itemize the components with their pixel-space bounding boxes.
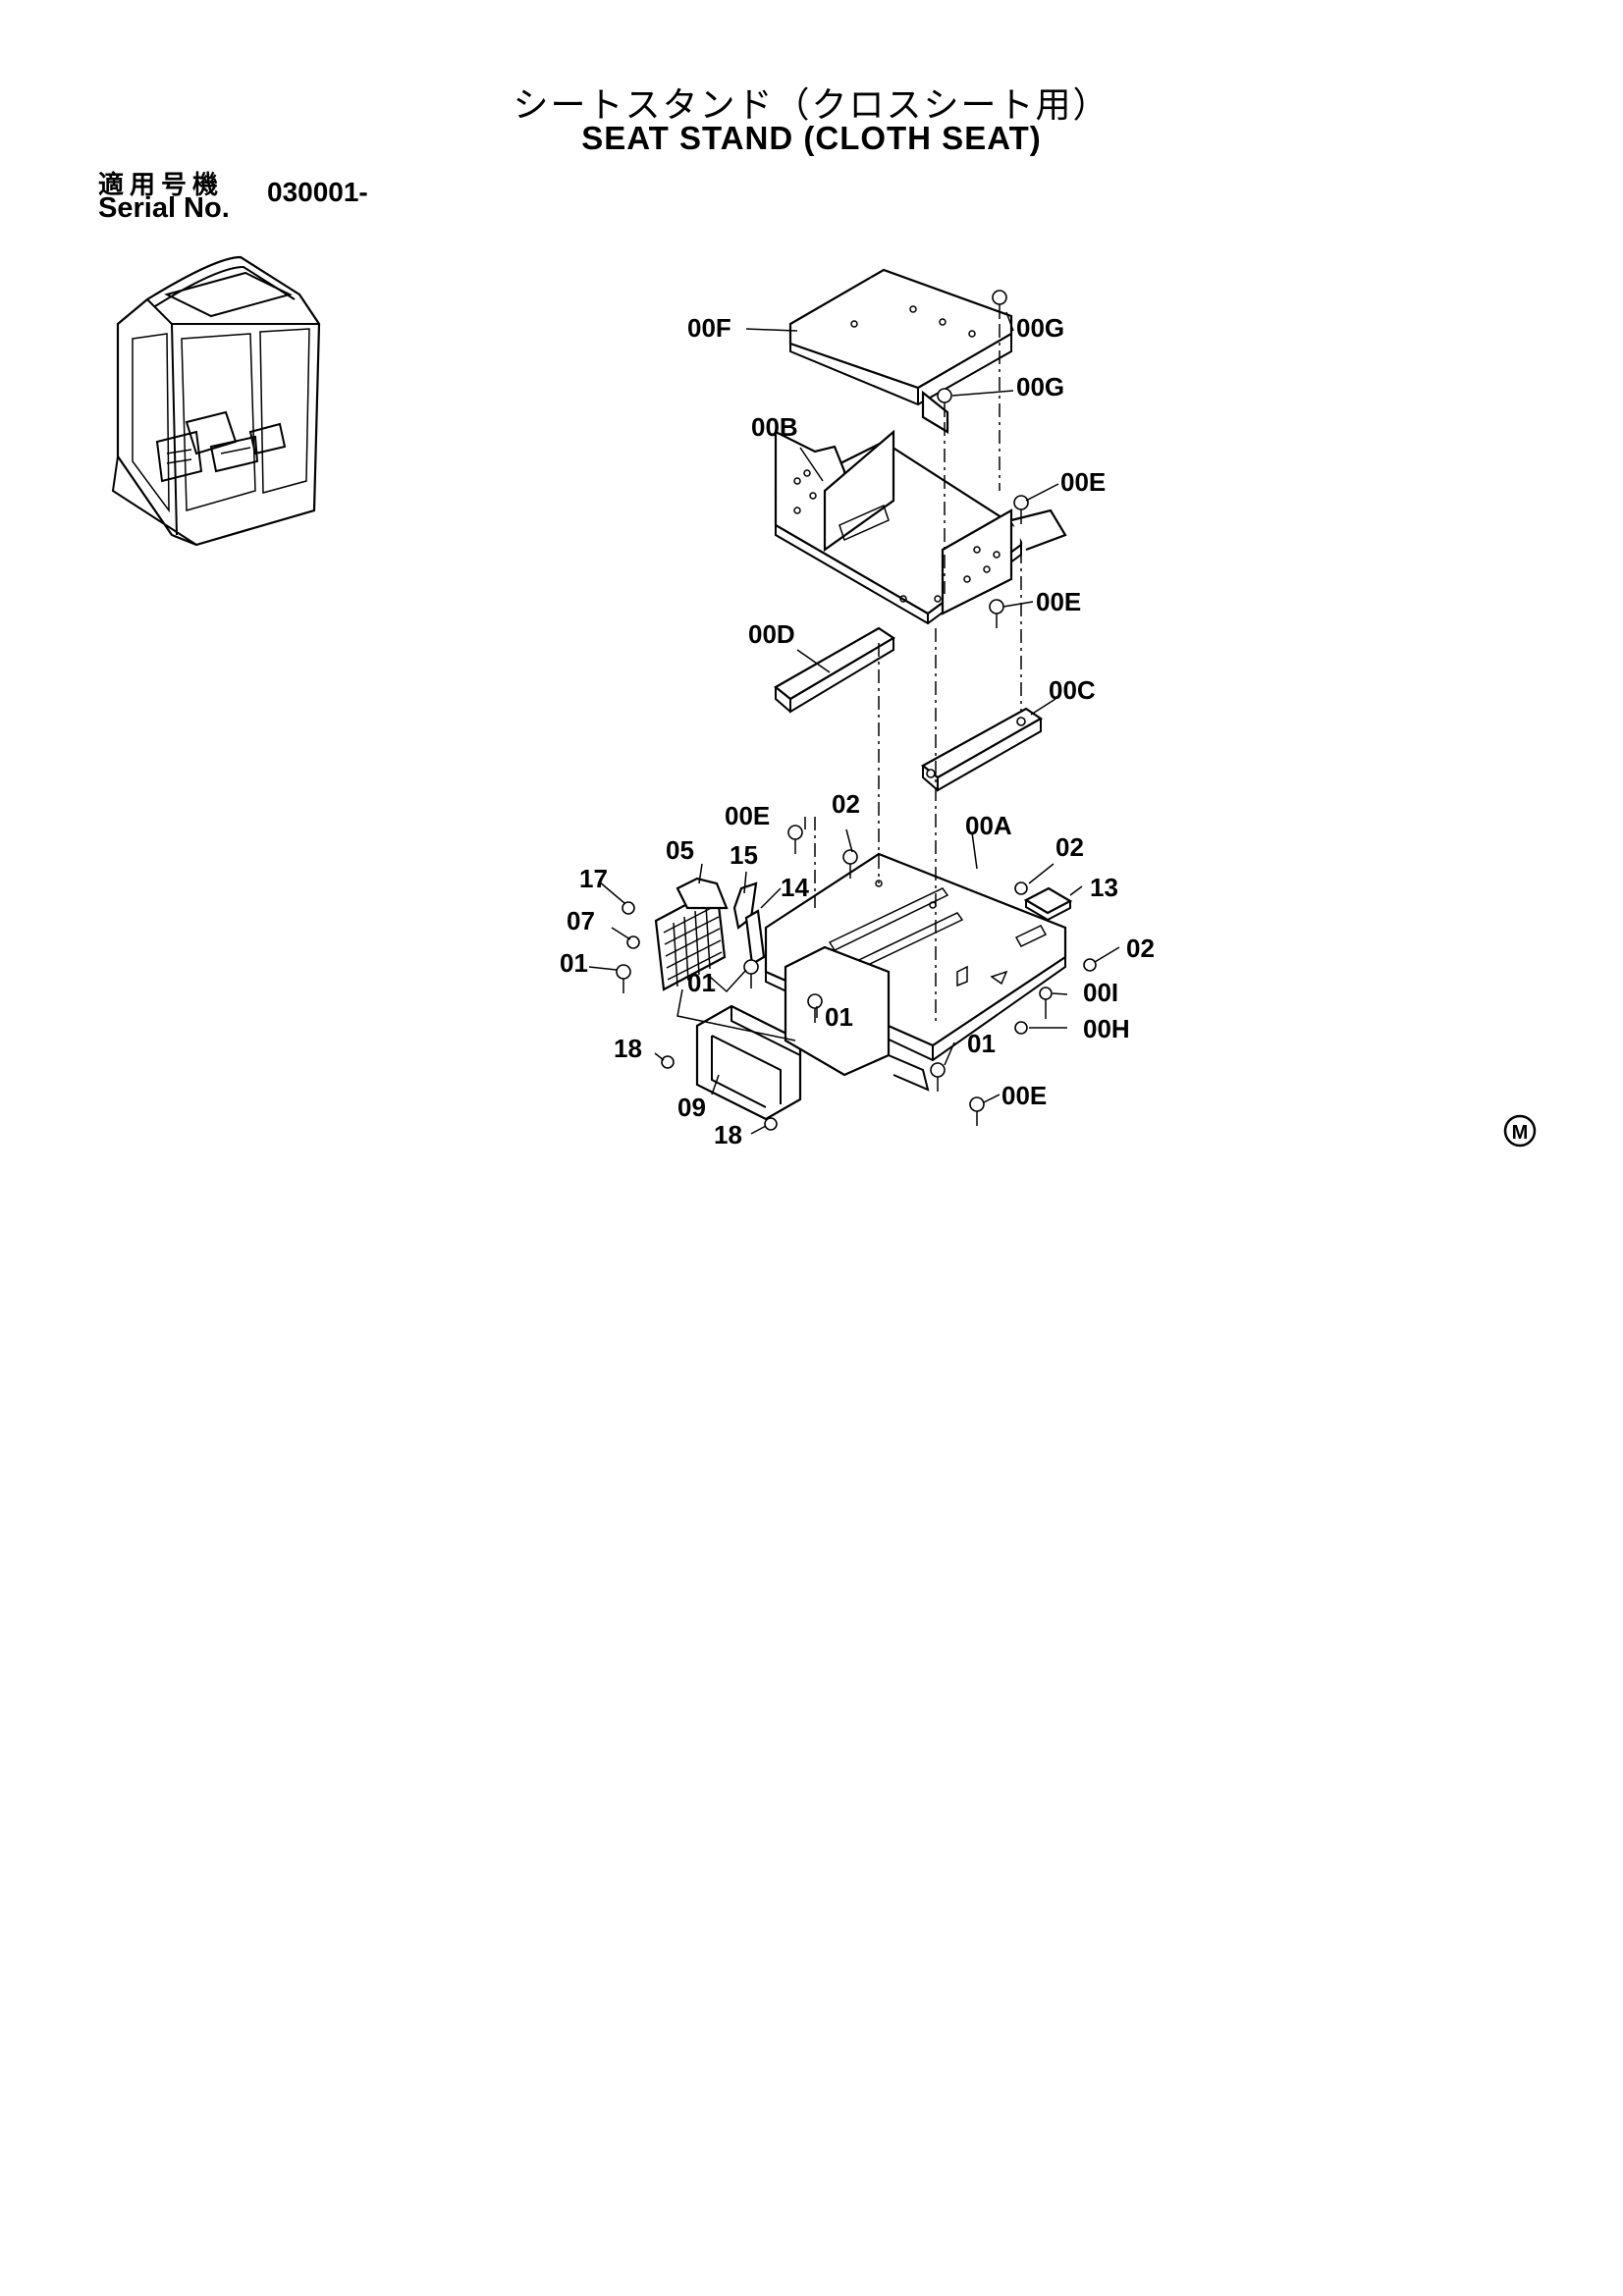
callout-00G: 00G [1016, 372, 1064, 401]
part-00D-rail [774, 626, 896, 714]
callout-02: 02 [1126, 934, 1155, 963]
serial-label-japanese: 適用号機 [98, 171, 225, 200]
page-title-japanese: シートスタンド（クロスシート用） [513, 85, 1110, 126]
callout-00G: 00G [1016, 313, 1064, 343]
part-00C-rail [921, 707, 1044, 792]
callout-18: 18 [614, 1034, 642, 1063]
alignment-lines [804, 324, 1022, 1026]
callout-13: 13 [1090, 873, 1118, 902]
callout-00C: 00C [1049, 675, 1096, 705]
bolt-set-icon [616, 290, 1097, 1131]
cab-thumbnail-icon [111, 255, 321, 547]
callout-00E: 00E [725, 801, 770, 830]
callout-01: 01 [967, 1029, 996, 1058]
leader-lines [588, 311, 1120, 1135]
part-filter-assembly [654, 877, 766, 991]
callout-01: 01 [825, 1002, 853, 1032]
callout-00D: 00D [748, 619, 795, 649]
callout-00E: 00E [1001, 1081, 1047, 1110]
callout-02: 02 [1055, 832, 1084, 862]
callout-00A: 00A [965, 811, 1012, 840]
part-13-pad [1023, 886, 1073, 922]
callout-00E: 00E [1060, 467, 1106, 497]
callout-07: 07 [567, 906, 595, 935]
serial-label-english: Serial No. [98, 192, 230, 224]
part-00F-top-bracket [788, 268, 1013, 434]
part-09-duct [695, 1004, 802, 1121]
callout-14: 14 [781, 873, 809, 902]
callout-05: 05 [666, 835, 694, 865]
callout-00E: 00E [1036, 587, 1081, 616]
part-00B-seat-frame [774, 429, 1067, 625]
callout-00I: 00I [1083, 978, 1118, 1007]
m-mark-icon: M [1503, 1114, 1537, 1148]
callout-15: 15 [730, 840, 758, 870]
part-lower-bracket [784, 945, 930, 1092]
page-title-english: SEAT STAND (CLOTH SEAT) [581, 120, 1042, 156]
callout-01: 01 [560, 948, 588, 978]
callout-00B: 00B [751, 412, 798, 442]
m-mark-letter: M [1512, 1122, 1529, 1144]
callout-17: 17 [579, 864, 608, 893]
callout-02: 02 [832, 789, 860, 819]
callout-01: 01 [687, 968, 716, 997]
callout-18: 18 [714, 1120, 742, 1149]
callout-00H: 00H [1083, 1014, 1130, 1043]
callout-09: 09 [677, 1093, 706, 1122]
callout-00F: 00F [687, 313, 731, 343]
serial-number-value: 030001- [267, 177, 368, 207]
